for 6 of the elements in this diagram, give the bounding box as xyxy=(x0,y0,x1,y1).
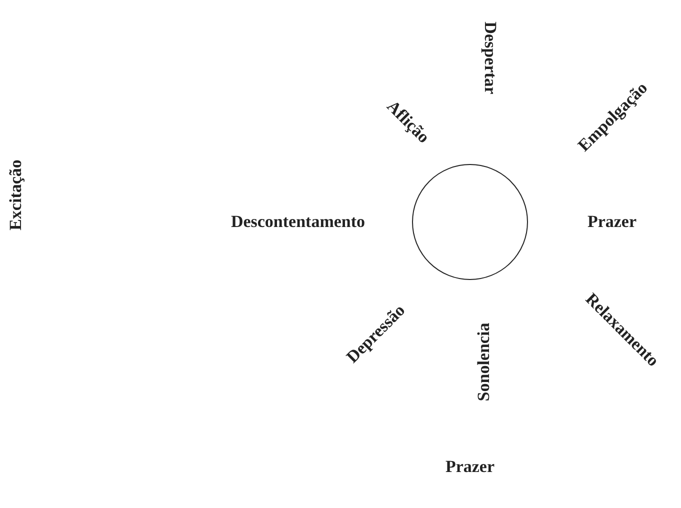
emotion-label: Descontentamento xyxy=(230,212,366,232)
emotion-label: Sonolencia xyxy=(474,322,494,402)
axis-title: Prazer xyxy=(445,457,495,477)
axis-title: Excitação xyxy=(6,160,26,230)
emotion-label: Prazer xyxy=(587,212,637,232)
emotion-label: Despertar xyxy=(480,22,500,94)
